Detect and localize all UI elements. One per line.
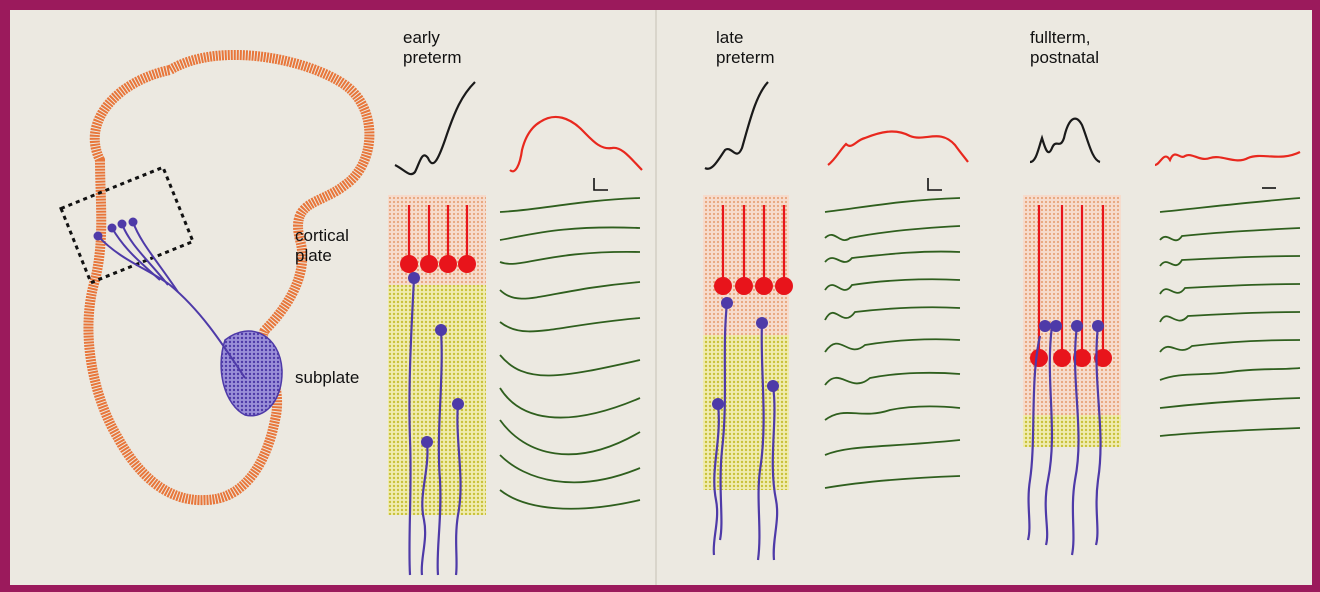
- label-subplate: subplate: [295, 368, 359, 388]
- cortical-plate-region: [1023, 195, 1121, 415]
- label-late-preterm: late preterm: [716, 28, 775, 68]
- cortical-plate-region: [703, 195, 789, 335]
- subplate-region: [388, 285, 486, 515]
- label-cortical-plate: cortical plate: [295, 226, 349, 266]
- label-fullterm-postnatal: fullterm, postnatal: [1030, 28, 1099, 68]
- subplate-region: [1023, 415, 1121, 447]
- label-early-preterm: early preterm: [403, 28, 462, 68]
